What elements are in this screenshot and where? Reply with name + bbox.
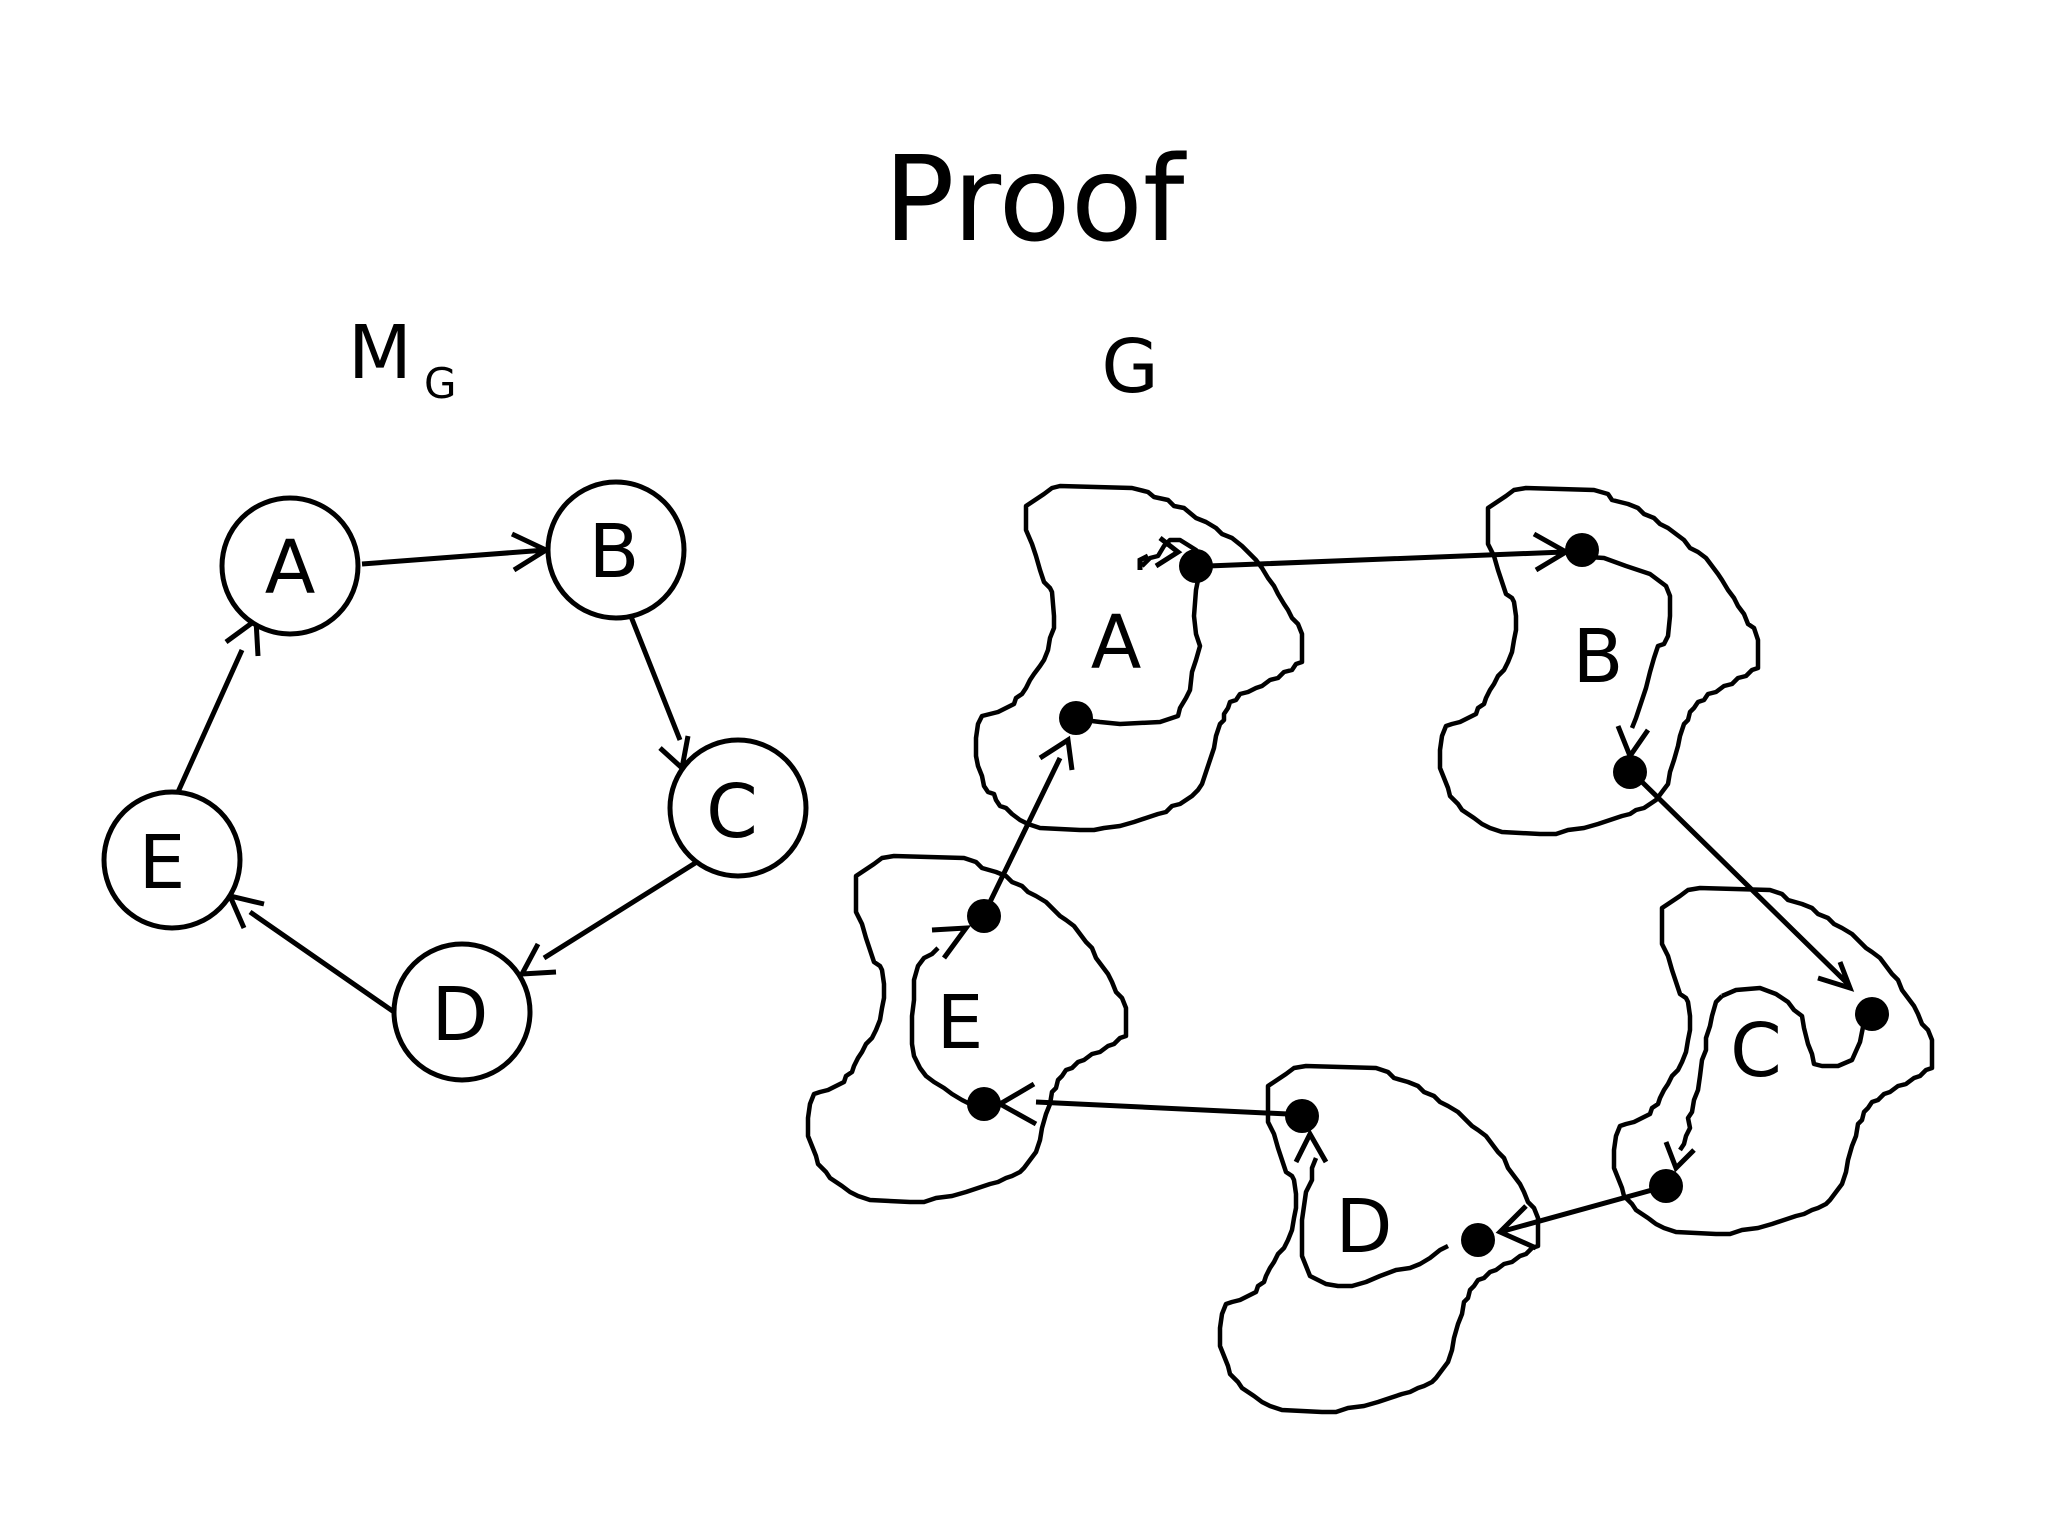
region-d-outline — [1217, 1063, 1541, 1415]
edge-region-b-to-c — [1638, 778, 1855, 992]
region-e-notch — [909, 946, 987, 1113]
region-b-outline — [1437, 485, 1761, 837]
region-d-exit-dot — [1461, 1223, 1495, 1257]
left-node-e-circle — [101, 789, 243, 931]
left-graph-edges — [175, 531, 702, 1015]
region-d-notch — [1299, 1157, 1450, 1289]
left-graph: A B C D E — [101, 479, 809, 1083]
region-e-label: E — [937, 980, 984, 1066]
region-e-exit-dot — [967, 899, 1001, 933]
left-node-b-label: B — [589, 509, 640, 595]
region-a-label: A — [1091, 600, 1142, 686]
region-b: B — [1437, 485, 1761, 837]
edge-region-a-to-b — [1207, 531, 1571, 573]
region-a: A — [973, 483, 1305, 833]
left-node-d-circle — [391, 941, 533, 1083]
region-c-label: C — [1730, 1008, 1782, 1094]
region-d-label: D — [1336, 1184, 1393, 1270]
region-e-entry-dot — [967, 1087, 1001, 1121]
region-b-label: B — [1573, 614, 1624, 700]
region-a-exit-dot — [1059, 701, 1093, 735]
edge-c-d — [517, 857, 702, 977]
region-c-internal-arrow — [1663, 1141, 1696, 1173]
left-node-a-circle — [219, 495, 361, 637]
region-e: E — [805, 853, 1129, 1205]
edge-region-e-to-a — [987, 735, 1075, 904]
region-a-entry-dot — [1179, 549, 1213, 583]
left-node-a-label: A — [265, 525, 316, 611]
region-a-internal-arrow — [1137, 536, 1183, 570]
region-b-entry-dot — [1565, 533, 1599, 567]
left-node-b: B — [545, 479, 687, 621]
region-b-notch — [1573, 553, 1673, 729]
left-node-d-label: D — [432, 972, 489, 1058]
edge-e-a — [175, 615, 261, 794]
edge-region-d-to-e — [994, 1081, 1289, 1127]
right-graph: A B C D — [805, 483, 1935, 1415]
edge-a-b — [361, 531, 552, 573]
left-node-e: E — [101, 789, 243, 931]
region-c-notch — [1678, 985, 1869, 1152]
edge-d-e — [225, 892, 396, 1015]
left-node-c-label: C — [706, 769, 758, 855]
left-node-b-circle — [545, 479, 687, 621]
left-graph-heading: M — [348, 310, 412, 396]
page-title: Proof — [884, 130, 1187, 268]
left-node-a: A — [219, 495, 361, 637]
region-d: D — [1217, 1063, 1541, 1415]
region-d-internal-arrow — [1293, 1128, 1329, 1164]
region-c-outline — [1611, 885, 1935, 1237]
region-b-internal-arrow — [1615, 725, 1651, 762]
region-c-exit-dot — [1649, 1169, 1683, 1203]
edge-b-c — [627, 613, 691, 773]
right-graph-edges — [987, 531, 1855, 1251]
region-a-outline — [973, 483, 1305, 833]
left-graph-heading-subscript: G — [424, 359, 457, 408]
left-node-d: D — [391, 941, 533, 1083]
region-c-entry-dot — [1855, 997, 1889, 1031]
left-node-e-label: E — [139, 820, 186, 906]
right-graph-heading: G — [1101, 324, 1158, 410]
region-e-internal-arrow — [931, 925, 972, 960]
edge-region-c-to-d — [1495, 1187, 1653, 1251]
region-c: C — [1611, 885, 1935, 1237]
left-node-c-circle — [667, 737, 809, 879]
region-b-exit-dot — [1613, 755, 1647, 789]
region-d-entry-dot — [1285, 1099, 1319, 1133]
region-e-outline — [805, 853, 1129, 1205]
left-node-c: C — [667, 737, 809, 879]
